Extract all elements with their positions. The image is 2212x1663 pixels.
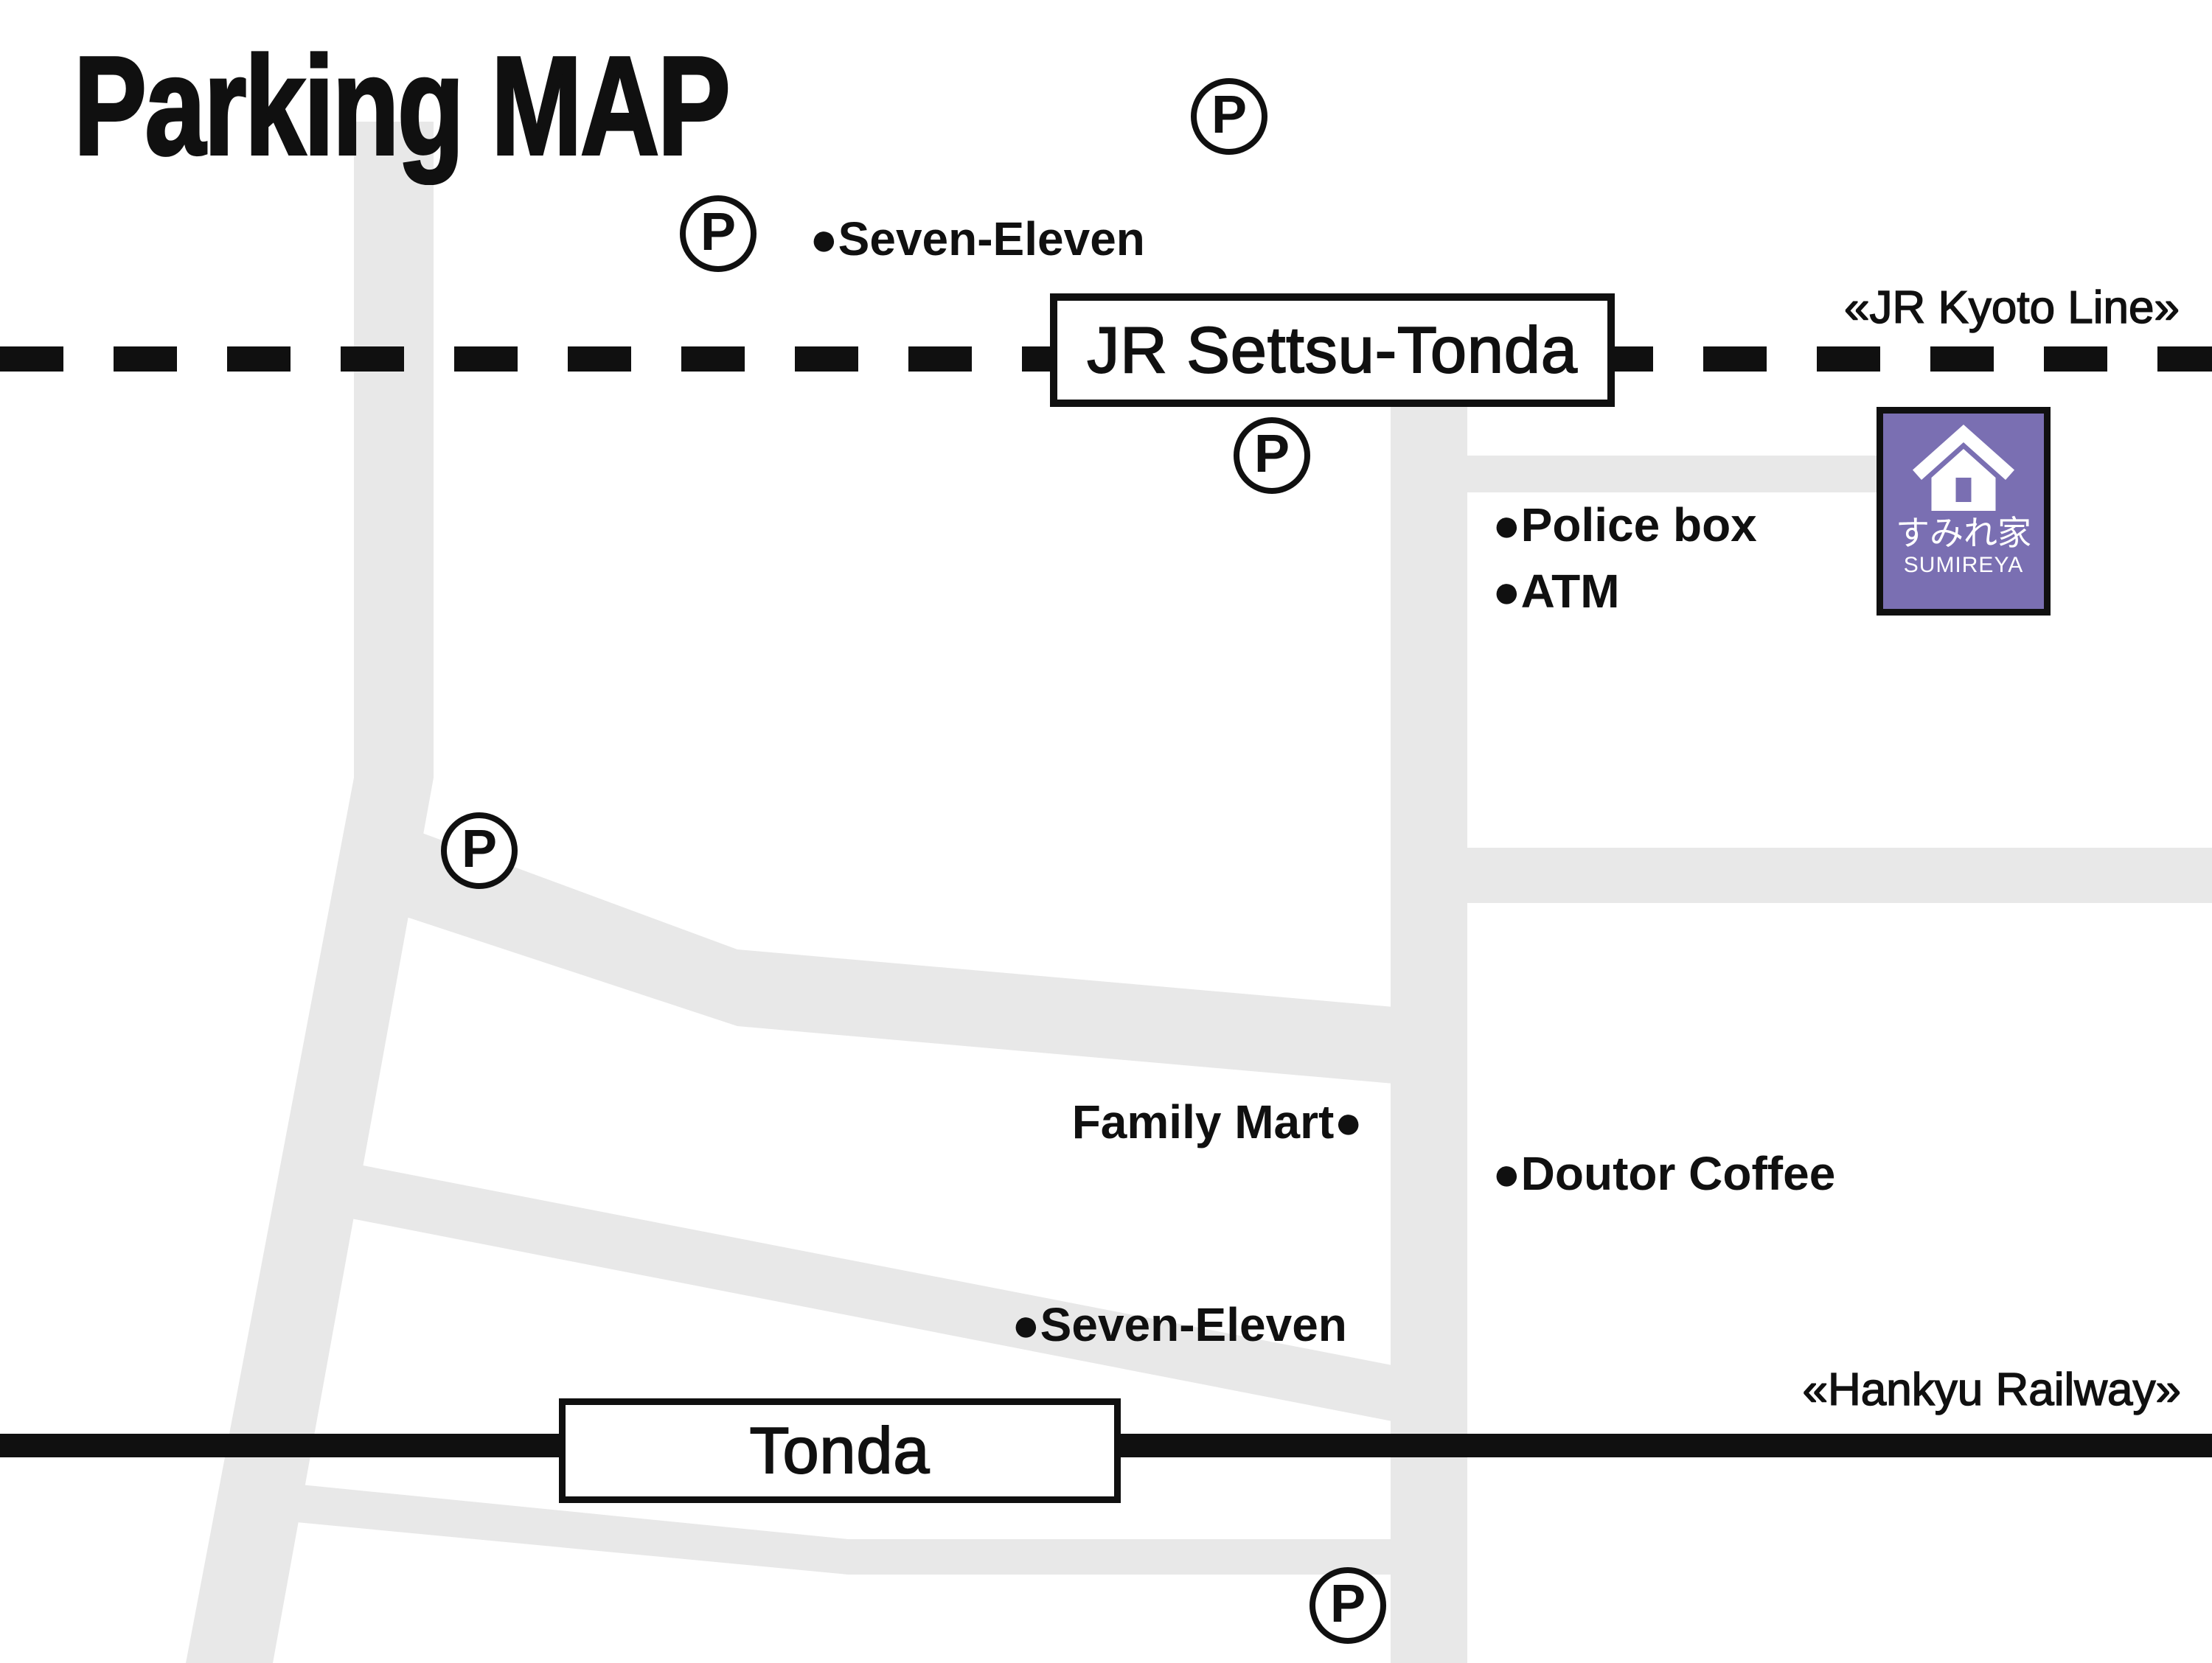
road-south <box>273 1483 1392 1575</box>
parking-marker-station-south: P <box>1234 417 1310 494</box>
station-name-jr-settsu-tonda: JR Settsu-Tonda <box>1086 313 1578 387</box>
parking-marker-northwest: P <box>680 195 757 272</box>
station-name-tonda: Tonda <box>749 1413 931 1488</box>
road-diagonal-lower <box>313 1156 1392 1421</box>
parking-marker-south: P <box>1310 1567 1386 1644</box>
parking-marker-north: P <box>1191 78 1267 155</box>
landmark-family-mart: Family Mart● <box>1071 1095 1363 1148</box>
landmark-atm: ●ATM <box>1492 565 1620 618</box>
road-center-vertical <box>1391 369 1467 1663</box>
landmark-seven-eleven-north: ●Seven-Eleven <box>810 212 1145 265</box>
road-diagonal-upper <box>380 824 1394 1084</box>
hankyu-railway-label: «Hankyu Railway» <box>1802 1364 2182 1416</box>
sumireya-logo: すみれ家 SUMIREYA <box>1877 407 2051 616</box>
jr-kyoto-line-label: «JR Kyoto Line» <box>1843 282 2180 334</box>
landmark-police-box: ●Police box <box>1492 498 1757 551</box>
landmark-seven-eleven-south: ●Seven-Eleven <box>1012 1298 1347 1351</box>
station-box-jr-settsu-tonda: JR Settsu-Tonda <box>1050 293 1615 407</box>
sumireya-name-jp: すみれ家 <box>1896 514 2031 552</box>
page-title: Parking MAP <box>72 27 731 186</box>
road-east-upper <box>1467 456 1879 492</box>
station-box-tonda: Tonda <box>559 1398 1121 1503</box>
road-west-vertical <box>186 122 434 1663</box>
landmark-doutor-coffee: ●Doutor Coffee <box>1492 1147 1836 1200</box>
house-icon <box>1913 425 2014 511</box>
sumireya-name-en: SUMIREYA <box>1903 553 2024 577</box>
road-east-lower <box>1467 848 2212 903</box>
parking-marker-west: P <box>441 812 518 889</box>
